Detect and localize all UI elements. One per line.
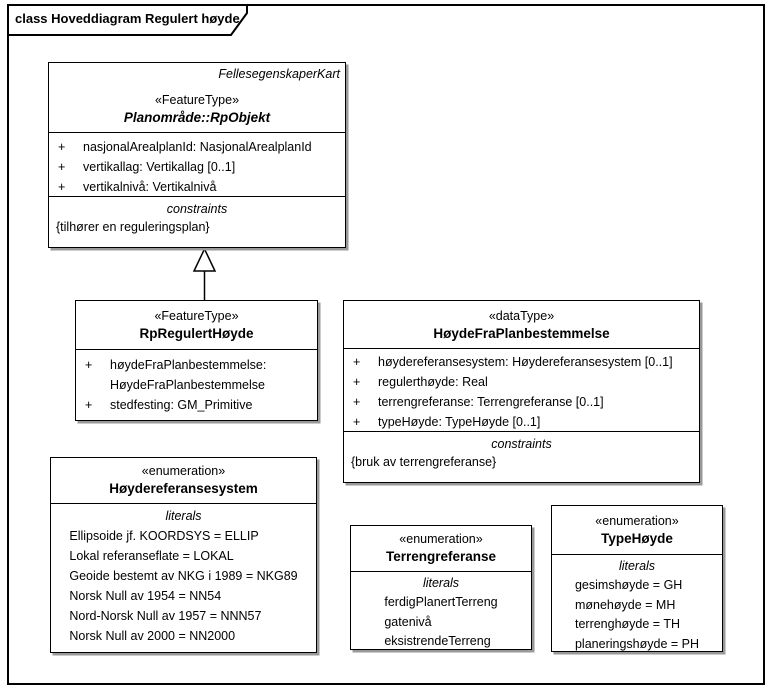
stereotype-label: «FeatureType» xyxy=(154,309,239,323)
enumeration-box-typehoyde[interactable]: «enumeration» TypeHøyde literals gesimsh… xyxy=(551,505,723,652)
attribute-text: vertikallag: Vertikallag [0..1] xyxy=(83,160,236,174)
class-header: «FeatureType» RpRegulertHøyde xyxy=(76,301,317,349)
class-name: Planområde::RpObjekt xyxy=(123,110,271,125)
enum-literal: planeringshøyde = PH xyxy=(574,636,700,651)
enum-literal: Lokal referanseflate = LOKAL xyxy=(69,549,234,563)
visibility-marker: + xyxy=(58,140,66,154)
literals-compartment: literals gesimshøyde = GH mønehøyde = MH… xyxy=(552,554,722,651)
attribute-text: typeHøyde: TypeHøyde [0..1] xyxy=(378,415,541,429)
literals-group: gesimshøyde = GH mønehøyde = MH terrengh… xyxy=(575,576,699,651)
constraints-compartment: constraints {tilhører en reguleringsplan… xyxy=(49,196,345,247)
attribute-row: + høydereferansesystem: Høydereferansesy… xyxy=(344,352,699,372)
literals-label: literals xyxy=(618,559,656,573)
visibility-marker: + xyxy=(85,398,93,412)
attributes-compartment: + nasjonalArealplanId: NasjonalArealplan… xyxy=(49,132,345,196)
constraints-label: constraints xyxy=(166,202,228,216)
enum-literal: Nord-Norsk Null av 1957 = NNN57 xyxy=(69,609,262,623)
enum-literal: mønehøyde = MH xyxy=(574,597,676,612)
attribute-text: HøydeFraPlanbestemmelse xyxy=(110,378,265,392)
diagram-title: class Hoveddiagram Regulert høyde xyxy=(15,11,240,26)
class-name: HøydeFraPlanbestemmelse xyxy=(433,326,610,341)
attribute-text: regulerthøyde: Real xyxy=(378,375,488,389)
attribute-text: vertikalnivå: Vertikalnivå xyxy=(83,180,217,194)
enum-literal: ferdigPlanertTerreng xyxy=(384,595,498,609)
stereotype-label: «enumeration» xyxy=(141,464,226,478)
enum-literal: gesimshøyde = GH xyxy=(574,578,683,592)
class-box-rpobjekt[interactable]: FellesegenskaperKart «FeatureType» Plano… xyxy=(48,62,346,248)
attribute-text: stedfesting: GM_Primitive xyxy=(110,398,253,412)
attribute-row: + regulerthøyde: Real xyxy=(344,372,699,392)
stereotype-label: «dataType» xyxy=(488,309,555,323)
attribute-text: høydeFraPlanbestemmelse: xyxy=(110,358,267,372)
stereotype-label: «FeatureType» xyxy=(154,93,240,107)
class-box-rpregulerthoyde[interactable]: «FeatureType» RpRegulertHøyde + høydeFra… xyxy=(75,300,318,421)
constraints-compartment: constraints {bruk av terrengreferanse} xyxy=(344,431,699,482)
enum-literal: Norsk Null av 2000 = NN2000 xyxy=(69,629,236,643)
class-header: «enumeration» Høydereferansesystem xyxy=(51,458,316,503)
enum-literal: eksistrendeTerreng xyxy=(384,634,491,648)
class-name: TypeHøyde xyxy=(601,531,673,546)
constraint-text: {bruk av terrengreferanse} xyxy=(351,455,497,469)
class-box-hoydefraplanbestemmelse[interactable]: «dataType» HøydeFraPlanbestemmelse + høy… xyxy=(343,300,700,483)
class-header: «enumeration» TypeHøyde xyxy=(552,506,722,554)
visibility-marker: + xyxy=(58,180,66,194)
attributes-compartment: + høydeFraPlanbestemmelse: HøydeFraPlanb… xyxy=(76,349,317,420)
attribute-text: høydereferansesystem: Høydereferansesyst… xyxy=(378,355,673,369)
attribute-row: + stedfesting: GM_Primitive xyxy=(76,395,317,415)
class-name: RpRegulertHøyde xyxy=(139,326,254,341)
enumeration-box-hoydereferansesystem[interactable]: «enumeration» Høydereferansesystem liter… xyxy=(50,457,317,653)
attribute-row: + nasjonalArealplanId: NasjonalArealplan… xyxy=(49,137,345,157)
literals-group: Ellipsoide jf. KOORDSYS = ELLIP Lokal re… xyxy=(69,526,297,646)
stereotype-label: «enumeration» xyxy=(399,532,483,546)
attribute-row: + høydeFraPlanbestemmelse: xyxy=(76,355,317,375)
class-header: «enumeration» Terrengreferanse xyxy=(351,526,531,571)
attribute-row: + terrengreferanse: Terrengreferanse [0.… xyxy=(344,392,699,412)
attributes-compartment: + høydereferansesystem: Høydereferansesy… xyxy=(344,348,699,431)
constraints-label: constraints xyxy=(491,437,552,451)
class-header: FellesegenskaperKart «FeatureType» Plano… xyxy=(49,63,345,132)
literals-label: literals xyxy=(422,576,460,590)
literals-compartment: literals ferdigPlanertTerreng gatenivå e… xyxy=(351,571,531,649)
attribute-row: + vertikalnivå: Vertikalnivå xyxy=(49,177,345,196)
enum-literal: terrenghøyde = TH xyxy=(574,617,681,631)
visibility-marker: + xyxy=(353,375,361,389)
diagram-title-tab xyxy=(7,4,248,36)
enumeration-box-terrengreferanse[interactable]: «enumeration» Terrengreferanse literals … xyxy=(350,525,532,650)
visibility-marker: + xyxy=(85,358,93,372)
visibility-marker: + xyxy=(353,415,361,429)
literals-compartment: literals Ellipsoide jf. KOORDSYS = ELLIP… xyxy=(51,503,316,652)
visibility-marker: + xyxy=(353,395,361,409)
stereotype-label: «enumeration» xyxy=(595,514,679,528)
constraint-text: {tilhører en reguleringsplan} xyxy=(56,220,210,234)
package-name: FellesegenskaperKart xyxy=(218,67,340,81)
enum-literal: Geoide bestemt av NKG i 1989 = NKG89 xyxy=(69,569,298,583)
enum-literal: gatenivå xyxy=(384,614,432,629)
enum-literal: Ellipsoide jf. KOORDSYS = ELLIP xyxy=(69,529,259,543)
attribute-text: terrengreferanse: Terrengreferanse [0..1… xyxy=(378,395,604,409)
visibility-marker: + xyxy=(353,355,361,369)
visibility-marker xyxy=(76,375,110,395)
visibility-marker: + xyxy=(58,160,66,174)
class-name: Høydereferansesystem xyxy=(109,481,258,496)
class-name: Terrengreferanse xyxy=(385,549,497,564)
attribute-row: + vertikallag: Vertikallag [0..1] xyxy=(49,157,345,177)
attribute-row: HøydeFraPlanbestemmelse xyxy=(76,375,317,395)
literals-group: ferdigPlanertTerreng gatenivå eksistrend… xyxy=(384,593,497,649)
enum-literal: Norsk Null av 1954 = NN54 xyxy=(69,589,222,603)
class-header: «dataType» HøydeFraPlanbestemmelse xyxy=(344,301,699,348)
attribute-text: nasjonalArealplanId: NasjonalArealplanId xyxy=(83,140,312,154)
literals-label: literals xyxy=(165,509,202,523)
attribute-row: + typeHøyde: TypeHøyde [0..1] xyxy=(344,412,699,431)
